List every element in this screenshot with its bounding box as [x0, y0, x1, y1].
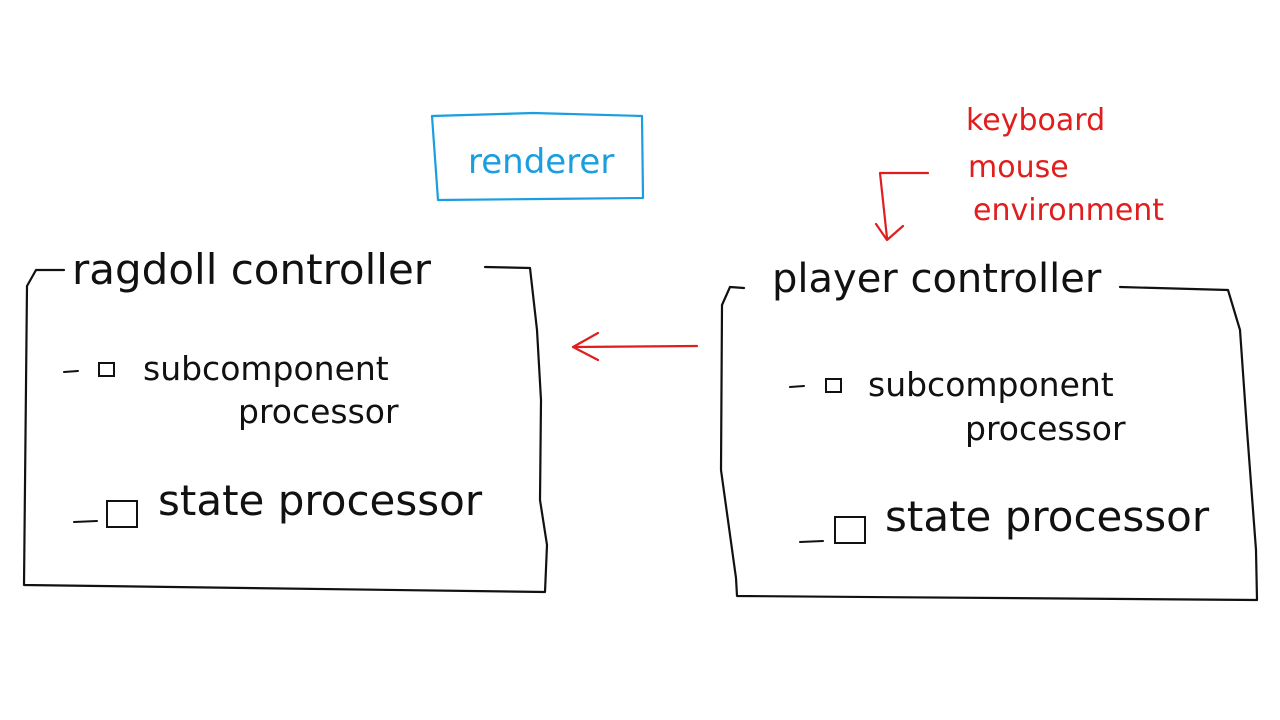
- item-checkbox: [834, 516, 866, 544]
- player-item-subcomponent: subcomponent processor: [789, 365, 1126, 448]
- item-label-line1: subcomponent: [143, 349, 389, 388]
- input-mouse: mouse: [968, 150, 1069, 185]
- ragdoll-controller-box: [22, 265, 549, 594]
- ragdoll-controller-node: ragdoll controller subcomponent processo…: [22, 245, 549, 594]
- item-label-line1: subcomponent: [868, 365, 1114, 404]
- item-dash: [63, 370, 79, 373]
- item-dash: [799, 540, 824, 543]
- ragdoll-item-state-processor: state processor: [73, 476, 483, 528]
- item-label-line2: processor: [965, 409, 1126, 448]
- player-to-ragdoll-arrow: [571, 331, 699, 362]
- player-controller-node: player controller subcomponent processor…: [719, 256, 1259, 602]
- input-environment: environment: [973, 193, 1164, 228]
- renderer-label: renderer: [468, 142, 614, 182]
- renderer-box: [430, 111, 645, 202]
- ragdoll-controller-title: ragdoll controller: [72, 245, 432, 294]
- item-label: state processor: [885, 492, 1210, 541]
- renderer-node: renderer: [430, 111, 645, 202]
- item-checkbox: [98, 362, 115, 377]
- item-checkbox: [825, 378, 842, 393]
- item-dash: [73, 520, 98, 523]
- ragdoll-item-subcomponent: subcomponent processor: [63, 349, 399, 431]
- player-controller-title: player controller: [772, 256, 1102, 302]
- input-keyboard: keyboard: [966, 103, 1105, 138]
- player-controller-box: [719, 285, 1259, 602]
- input-arrow: [874, 171, 930, 242]
- item-checkbox: [106, 500, 138, 528]
- player-item-state-processor: state processor: [799, 492, 1210, 544]
- inputs-group: keyboard mouse environment: [874, 103, 1164, 242]
- item-dash: [789, 385, 805, 388]
- item-label-line2: processor: [238, 392, 399, 431]
- item-label: state processor: [158, 476, 483, 525]
